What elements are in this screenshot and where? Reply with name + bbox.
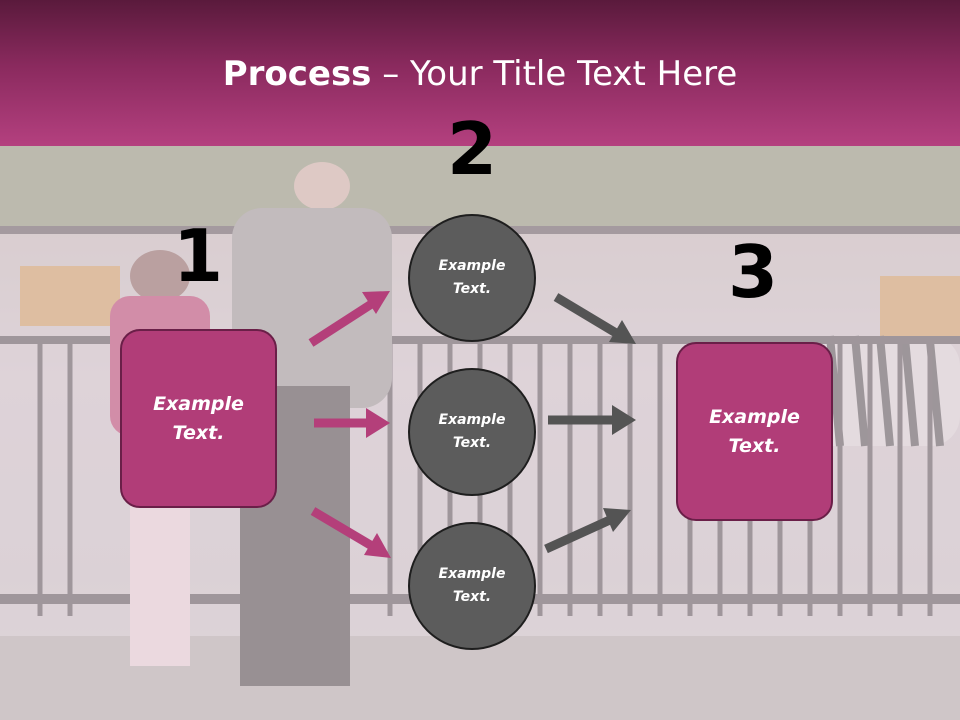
title-bar — [0, 0, 960, 146]
circle-middle: Example Text. — [408, 368, 536, 496]
title-rest: – Your Title Text Here — [371, 54, 738, 94]
circle-top-line1: Example — [438, 258, 506, 274]
step-number-3: 3 — [727, 230, 779, 314]
arrow-to-circle-top — [308, 291, 390, 347]
circle-middle-line1: Example — [438, 412, 506, 428]
arrow-from-circle-bottom — [544, 508, 631, 554]
step-number-1: 1 — [172, 214, 224, 298]
arrow-to-circle-bottom — [310, 507, 391, 558]
circle-top: Example Text. — [408, 214, 536, 342]
circle-middle-line2: Text. — [452, 435, 492, 451]
right-text-box: Example Text. — [676, 342, 833, 521]
circle-top-line2: Text. — [452, 281, 492, 297]
left-box-line2: Text. — [172, 421, 225, 444]
circle-bottom-line2: Text. — [452, 589, 492, 605]
right-box-line2: Text. — [728, 434, 781, 457]
left-box-line1: Example — [153, 392, 244, 415]
title-bold: Process — [222, 54, 372, 94]
circle-bottom: Example Text. — [408, 522, 536, 650]
left-text-box: Example Text. — [120, 329, 277, 508]
circle-bottom-line1: Example — [438, 566, 506, 582]
arrow-from-circle-top — [553, 293, 636, 344]
arrow-from-circle-middle — [548, 405, 636, 435]
slide-title: Process – Your Title Text Here — [0, 52, 960, 96]
right-box-line1: Example — [709, 405, 800, 428]
arrow-to-circle-middle — [314, 408, 390, 438]
step-number-2: 2 — [446, 107, 498, 191]
